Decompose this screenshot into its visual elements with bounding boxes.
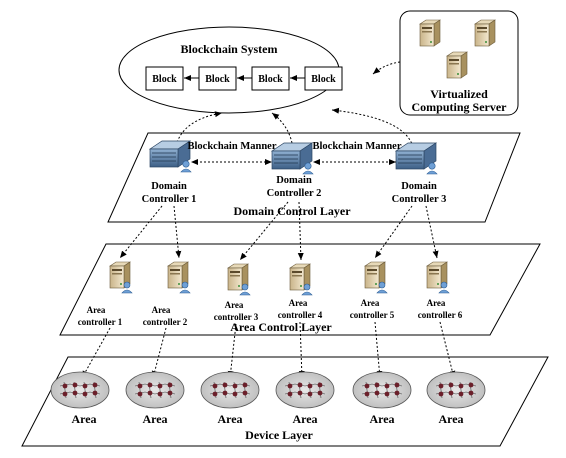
domain-controller-1-line1: Domain xyxy=(151,181,187,192)
blockchain-manner-right: Blockchain Manner xyxy=(313,141,402,152)
domain3-area5-link xyxy=(374,205,413,259)
area-label-6: Area xyxy=(438,412,463,426)
device-layer-title: Device Layer xyxy=(245,428,313,442)
block-1 xyxy=(145,66,184,91)
area-controller-5-line2: controller 5 xyxy=(350,310,395,320)
area-device-cluster-4 xyxy=(275,371,335,409)
area6-device-link xyxy=(439,321,456,379)
area-controller-1-line1: Area xyxy=(87,305,106,315)
domain3-area6-link xyxy=(425,205,439,259)
area-label-3: Area xyxy=(217,412,242,426)
area-device-cluster-5 xyxy=(352,371,412,409)
server-label-line2: Computing Server xyxy=(412,100,508,114)
server-to-blockchain-link xyxy=(372,61,401,75)
area-controller-4-line1: Area xyxy=(289,298,308,308)
area-controller-4-line2: controller 4 xyxy=(278,310,323,320)
area-label-5: Area xyxy=(369,412,394,426)
area-controller-2-line2: controller 2 xyxy=(143,317,188,327)
block-2-label: Block xyxy=(205,74,230,85)
area-controller-3-line2: controller 3 xyxy=(214,312,259,322)
domain1-area2-link xyxy=(173,205,182,259)
area-label-4: Area xyxy=(292,412,317,426)
area5-device-link xyxy=(374,321,383,379)
block-4-label: Block xyxy=(311,74,336,85)
area2-device-link xyxy=(151,327,167,379)
domain2-to-blockchain-link xyxy=(271,112,293,144)
domain-controller-3-line1: Domain xyxy=(401,181,437,192)
domain2-area4-link xyxy=(297,201,304,261)
server-label-line1: Virtualized xyxy=(430,87,488,101)
area-layer-title: Area Control Layer xyxy=(230,320,332,334)
server-tower-icon-2 xyxy=(474,19,496,47)
domain2-area3-link xyxy=(239,201,289,261)
domain-controller-3-line2: Controller 3 xyxy=(392,194,447,205)
area4-device-link xyxy=(298,321,305,379)
area-device-cluster-6 xyxy=(426,371,486,409)
blockchain-manner-left: Blockchain Manner xyxy=(188,141,277,152)
area-controller-2-line1: Area xyxy=(152,305,171,315)
blockchain-system-title: Blockchain System xyxy=(180,42,277,56)
area-controller-6-line2: controller 6 xyxy=(418,310,463,320)
area-controller-6-line1: Area xyxy=(427,298,446,308)
area-label-2: Area xyxy=(142,412,167,426)
block-1-label: Block xyxy=(152,74,177,85)
domain-controller-1-line2: Controller 1 xyxy=(142,194,197,205)
area-device-cluster-3 xyxy=(200,371,260,409)
area3-device-link xyxy=(227,323,237,379)
domain-controller-2-line1: Domain xyxy=(276,175,312,186)
area-label-1: Area xyxy=(71,412,96,426)
area-controller-3-line1: Area xyxy=(225,300,244,310)
domain-layer-title: Domain Control Layer xyxy=(233,204,351,218)
server-tower-icon-1 xyxy=(419,19,441,47)
domain1-area1-link xyxy=(119,205,163,259)
area-controller-5-line1: Area xyxy=(361,298,380,308)
area1-device-link xyxy=(81,327,111,379)
block-3-label: Block xyxy=(258,74,283,85)
area-device-cluster-2 xyxy=(125,371,185,409)
server-tower-icon-3 xyxy=(446,51,468,79)
domain-controller-2-line2: Controller 2 xyxy=(267,188,322,199)
area-device-cluster-1 xyxy=(50,371,110,409)
area-controller-1-line2: controller 1 xyxy=(78,317,123,327)
